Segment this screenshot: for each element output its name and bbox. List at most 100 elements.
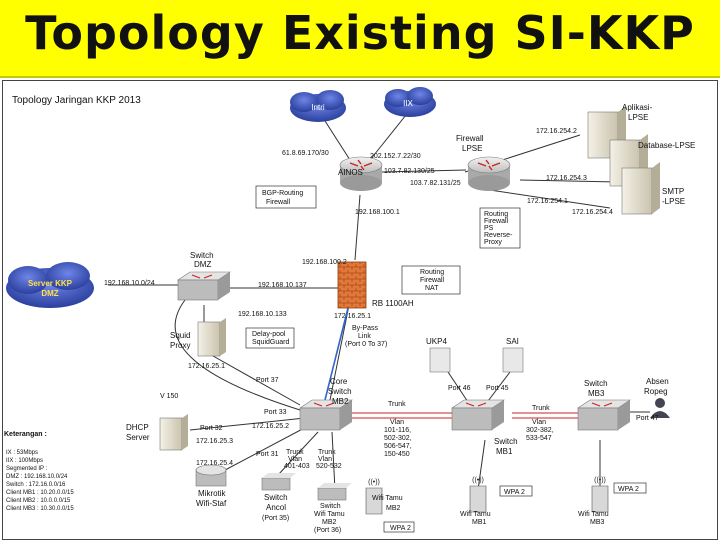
legend-line-1: IX : 53Mbps bbox=[6, 450, 38, 456]
wpa2-mb2: WPA 2 bbox=[390, 525, 411, 532]
trunk3-1: Trunk bbox=[388, 401, 406, 408]
trunk1-3: 401-403 bbox=[284, 463, 310, 470]
label-mb1-2: MB1 bbox=[496, 447, 513, 456]
firewall-rb1100ah bbox=[337, 261, 367, 309]
ip-mikrotik: 172.16.25.4 bbox=[196, 460, 233, 467]
trunk4-1: Trunk bbox=[532, 405, 550, 412]
server-sai bbox=[502, 347, 524, 373]
label-ukp4: UKP4 bbox=[426, 337, 447, 346]
note-boxes bbox=[245, 185, 647, 533]
legend-line-5: Switch : 172.16.0.0/16 bbox=[6, 482, 66, 488]
ip-rb-up: 192.168.100.2 bbox=[302, 259, 347, 266]
trunk3-5: 506-547, bbox=[384, 443, 412, 450]
note-squid-2: SquidGuard bbox=[252, 339, 289, 346]
trunk-links bbox=[350, 412, 578, 419]
ip-core: 172.16.25.2 bbox=[252, 423, 289, 430]
ip-intri: 61.8.69.170/30 bbox=[282, 150, 329, 157]
ip-aplikasi: 172.16.254.2 bbox=[536, 128, 577, 135]
note-lpse-3: PS bbox=[484, 225, 494, 232]
note-squid-1: Delay-pool bbox=[252, 331, 286, 338]
legend-line-2: IIX : 100Mbps bbox=[6, 458, 43, 464]
port-46: Port 46 bbox=[448, 385, 471, 392]
page-title: Topology Existing SI-KKP bbox=[25, 6, 695, 60]
label-database: Database-LPSE bbox=[638, 141, 695, 150]
switch-dmz bbox=[177, 271, 231, 301]
server-dhcp bbox=[159, 414, 188, 451]
legend-line-4: DMZ : 192.168.10.0/24 bbox=[6, 474, 68, 480]
diagram-subtitle: Topology Jaringan KKP 2013 bbox=[12, 95, 141, 106]
label-mb3-2: MB3 bbox=[588, 389, 605, 398]
note-bgp-2: Firewall bbox=[266, 199, 291, 206]
port-37: Port 37 bbox=[256, 377, 279, 384]
port-31: Port 31 bbox=[256, 451, 279, 458]
trunk4-4: 533-547 bbox=[526, 435, 552, 442]
label-switch-dmz-1: Switch bbox=[190, 251, 214, 260]
label-core-1: Core bbox=[330, 377, 348, 386]
ip-ainos-fw1: 103.7.82.130/25 bbox=[384, 168, 435, 175]
port-32: Port 32 bbox=[200, 425, 223, 432]
legend-line-6: Client MB1 : 10.20.0.0/15 bbox=[6, 490, 74, 496]
note-bgp-1: BGP-Routing bbox=[262, 190, 303, 197]
ip-dhcp: 172.16.25.3 bbox=[196, 438, 233, 445]
connection-lines bbox=[108, 109, 650, 491]
trunk2-3: 520-532 bbox=[316, 463, 342, 470]
trunk1-2: Vlan bbox=[288, 456, 302, 463]
svg-text:((•)): ((•)) bbox=[594, 477, 606, 484]
label-swwifi-2: Wifi Tamu bbox=[314, 511, 345, 518]
trunk3-3: 101-116, bbox=[384, 427, 411, 434]
label-ainos: AINOS bbox=[338, 168, 363, 177]
person-icon bbox=[650, 398, 670, 418]
label-fw-lpse-2: LPSE bbox=[462, 144, 482, 153]
wpa2-mb3: WPA 2 bbox=[618, 486, 639, 493]
label-smtp-1: SMTP bbox=[662, 187, 684, 196]
port-33: Port 33 bbox=[264, 409, 287, 416]
wpa2-mb1: WPA 2 bbox=[504, 489, 525, 496]
trunk4-3: 302-382, bbox=[526, 427, 554, 434]
note-lpse-2: Firewall bbox=[484, 218, 509, 225]
label-bypass-3: (Port 0 To 37) bbox=[345, 341, 387, 348]
trunk3-4: 502-302, bbox=[384, 435, 412, 442]
trunk3-6: 150-450 bbox=[384, 451, 410, 458]
note-rb-2: Firewall bbox=[420, 277, 445, 284]
note-lpse-5: Proxy bbox=[484, 239, 502, 246]
bypass-link bbox=[324, 299, 351, 401]
label-wifi-mb1-2: MB1 bbox=[472, 519, 487, 526]
trunk4-2: Vlan bbox=[532, 419, 546, 426]
label-wifi-mb2-1: Wifi Tamu bbox=[372, 495, 403, 502]
cloud-dmz-label: DMZ bbox=[41, 289, 58, 298]
ip-squid: 192.168.10.133 bbox=[238, 311, 287, 318]
label-bypass-2: Link bbox=[358, 333, 371, 340]
router-ainos bbox=[339, 156, 383, 191]
label-ancol-2: Ancol bbox=[266, 503, 286, 512]
label-core-2: Switch bbox=[328, 387, 352, 396]
wifi-ap-mb3: ((•)) bbox=[591, 477, 609, 513]
label-rb: RB 1100AH bbox=[372, 299, 414, 308]
label-absen-2: Ropeg bbox=[644, 387, 668, 396]
switch-mb1 bbox=[451, 399, 505, 431]
cloud-iix-label: IIX bbox=[403, 99, 413, 108]
note-rb-3: NAT bbox=[425, 285, 439, 292]
label-aplikasi-1: Aplikasi- bbox=[622, 103, 653, 112]
label-absen-1: Absen bbox=[646, 377, 669, 386]
switch-ancol bbox=[261, 473, 296, 491]
label-core-3: MB2 bbox=[332, 397, 349, 406]
server-ukp4 bbox=[429, 347, 451, 373]
label-mikrotik-1: Mikrotik bbox=[198, 489, 227, 498]
router-firewall-lpse bbox=[467, 156, 511, 191]
router-mikrotik bbox=[195, 464, 227, 487]
label-squid-1: Squid bbox=[170, 331, 190, 340]
cloud-iix: IIX bbox=[384, 87, 436, 117]
cloud-intri-label: Intri bbox=[311, 103, 325, 112]
label-mb1-1: Switch bbox=[494, 437, 518, 446]
label-dhcp-1: DHCP bbox=[126, 423, 149, 432]
ip-dmz-right: 192.168.10.137 bbox=[258, 282, 307, 289]
label-ancol-1: Switch bbox=[264, 493, 288, 502]
trunk2-1: Trunk bbox=[318, 449, 336, 456]
trunk2-2: Vlan bbox=[318, 456, 332, 463]
ip-ainos-fw2: 103.7.82.131/25 bbox=[410, 180, 461, 187]
ip-rb-down: 172.16.25.1 bbox=[334, 313, 371, 320]
label-aplikasi-2: LPSE bbox=[628, 113, 648, 122]
cloud-intri: Intri bbox=[290, 90, 346, 122]
label-wifi-mb3-2: MB3 bbox=[590, 519, 605, 526]
